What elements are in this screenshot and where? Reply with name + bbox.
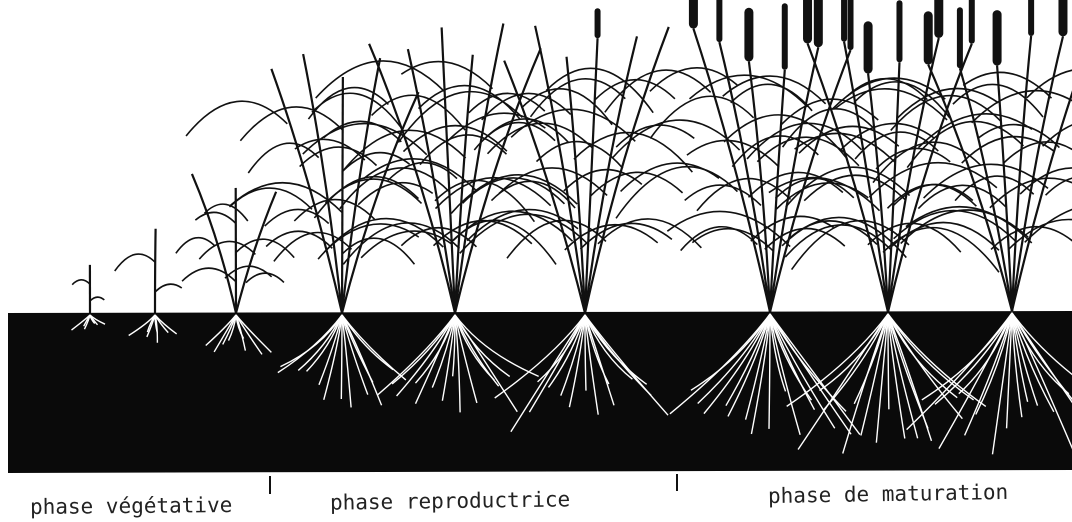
- leaf: [294, 200, 374, 221]
- stem: [271, 69, 342, 313]
- panicle: [864, 21, 873, 73]
- root: [341, 315, 342, 399]
- panicle: [803, 0, 812, 43]
- panicle: [841, 0, 847, 42]
- leaf: [1025, 204, 1072, 243]
- panicle: [716, 0, 722, 42]
- stem: [192, 174, 236, 313]
- leaf: [616, 167, 737, 219]
- leaf: [246, 273, 284, 283]
- plant-shoot: [115, 229, 182, 313]
- panicle: [814, 0, 823, 47]
- leaf: [469, 93, 545, 112]
- leaf: [565, 225, 658, 250]
- leaf: [491, 181, 575, 208]
- plant-shoot: [176, 174, 329, 313]
- stem: [155, 229, 156, 313]
- panicle: [782, 3, 788, 70]
- panicle: [924, 11, 933, 64]
- soil-band: [8, 311, 1072, 473]
- plant-shoot: [72, 265, 104, 313]
- panicle: [896, 0, 902, 62]
- leaf: [72, 280, 90, 285]
- leaf: [598, 219, 701, 248]
- panicle: [957, 7, 963, 68]
- leaf: [312, 93, 401, 127]
- leaf: [873, 142, 981, 182]
- stem: [236, 192, 276, 313]
- panicle: [993, 10, 1002, 65]
- panicle: [1058, 0, 1067, 36]
- plant-shoot: [303, 23, 612, 313]
- phase-label-reproductive: phase reproductrice: [330, 487, 571, 514]
- shoots-layer: [72, 0, 1072, 313]
- leaf: [115, 254, 156, 271]
- leaf: [398, 92, 522, 143]
- leaf: [621, 163, 719, 191]
- stem: [997, 66, 1012, 311]
- leaf: [650, 96, 753, 138]
- panicle: [848, 0, 854, 50]
- leaf: [731, 84, 812, 111]
- leaf: [176, 238, 215, 254]
- stem: [888, 44, 972, 312]
- leaf: [963, 72, 1051, 98]
- stem: [342, 77, 343, 313]
- leaf: [155, 284, 182, 292]
- leaf: [650, 68, 737, 92]
- leaf: [90, 297, 104, 301]
- leaf: [799, 126, 899, 153]
- panicle: [689, 0, 698, 29]
- panicle: [595, 8, 601, 38]
- panicle: [1028, 0, 1034, 36]
- leaf: [612, 120, 740, 158]
- stem: [1012, 39, 1072, 311]
- leaf: [195, 212, 235, 223]
- leaf: [1008, 220, 1072, 255]
- panicle: [969, 0, 975, 44]
- panicle: [934, 0, 943, 38]
- phase-label-vegetative: phase végétative: [30, 493, 233, 519]
- stem: [585, 36, 637, 313]
- leaf: [342, 238, 414, 264]
- stem: [369, 44, 455, 313]
- stem: [770, 50, 851, 312]
- panicle: [744, 8, 753, 62]
- leaf: [186, 101, 287, 136]
- phase-label-maturation: phase de maturation: [768, 480, 1009, 508]
